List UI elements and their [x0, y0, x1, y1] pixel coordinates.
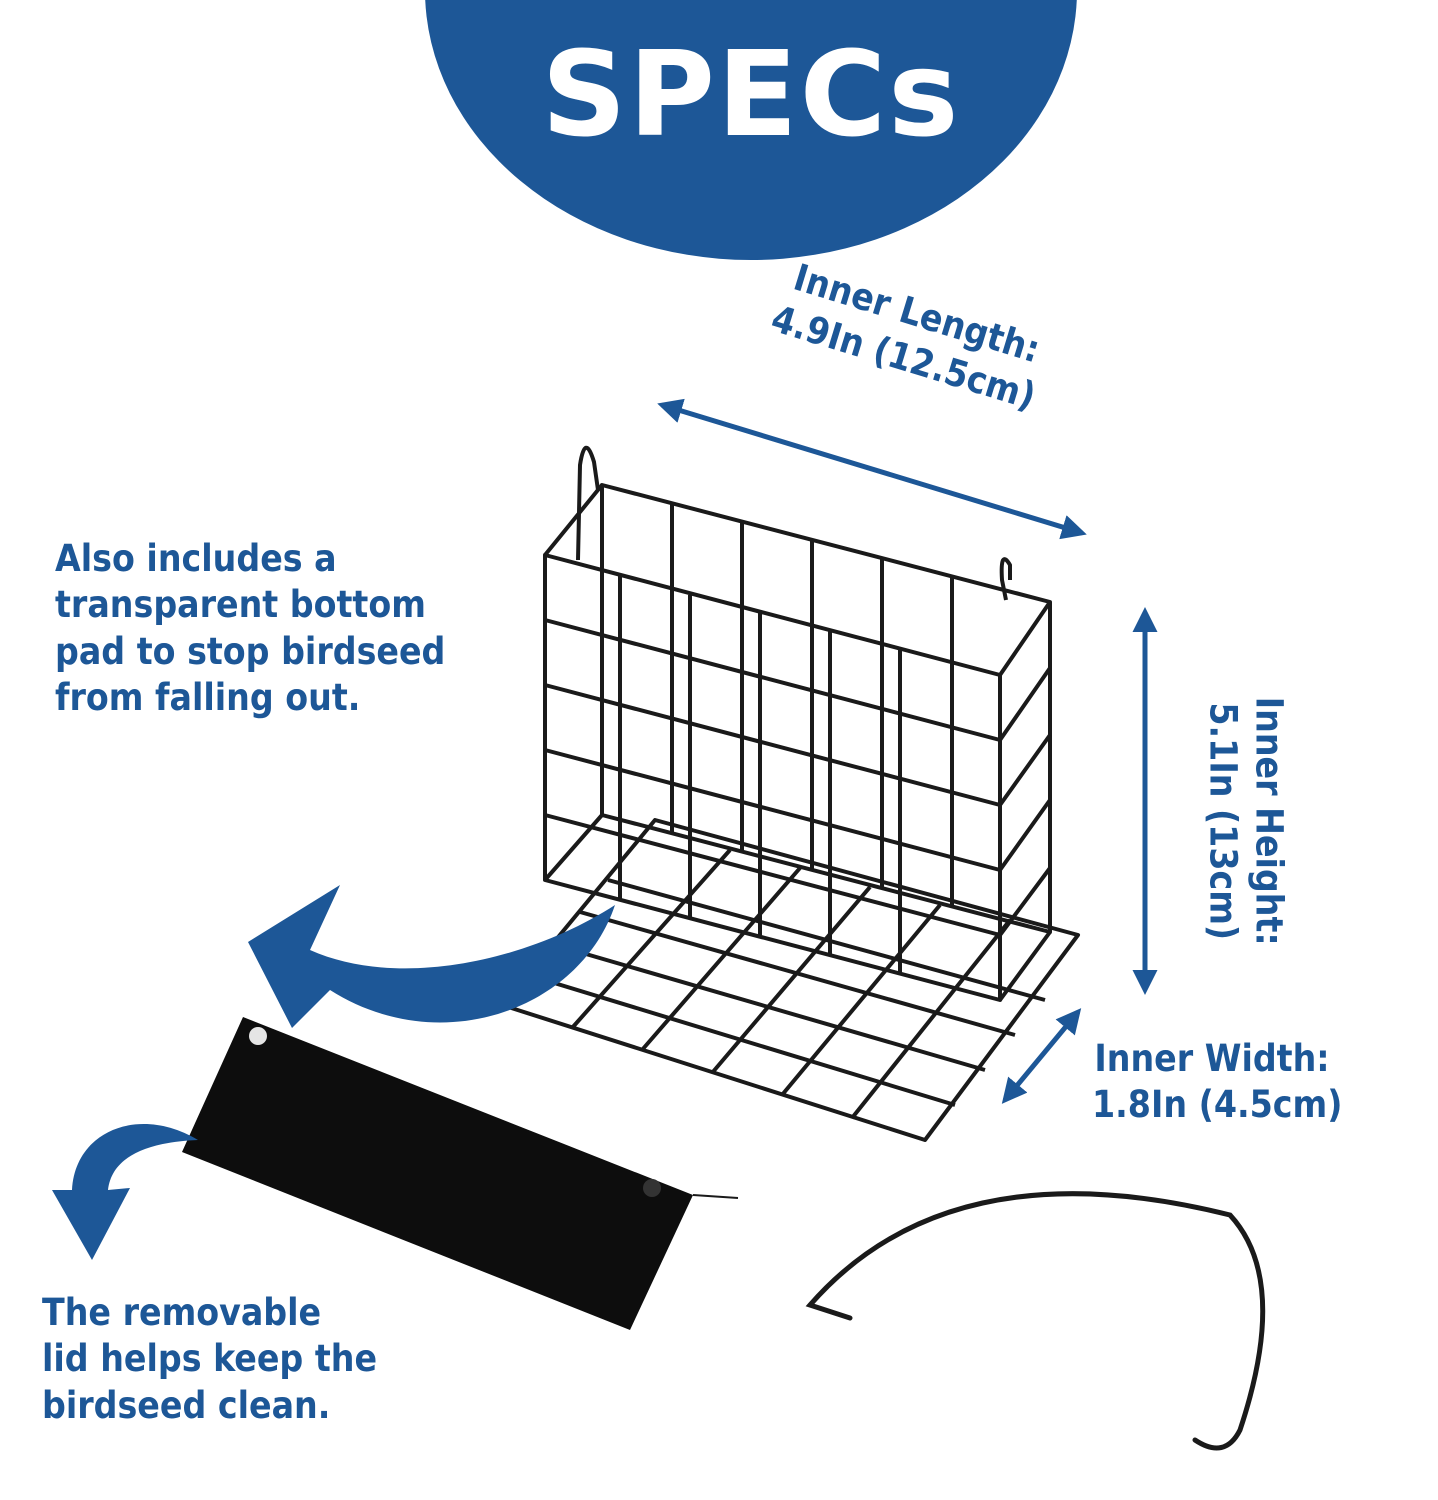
inner-width-label: Inner Width: 1.8In (4.5cm)	[1092, 1036, 1343, 1129]
curved-arrow-icon	[248, 885, 615, 1028]
page-title: SPECs	[541, 25, 961, 163]
pad-note-line: transparent bottom	[55, 583, 426, 627]
lid-curved-arrow-icon	[52, 1124, 198, 1260]
lid-note: The removable lid helps keep the birdsee…	[42, 1290, 377, 1429]
inner-height-label: Inner Height: 5.1In (13cm)	[1199, 651, 1292, 991]
pad-note-line: from falling out.	[55, 675, 361, 719]
lid-note-line: birdseed clean.	[42, 1383, 331, 1427]
pad-note-line: Also includes a	[55, 537, 337, 580]
wire-cage	[500, 445, 1080, 1142]
hanging-hook	[805, 1191, 1266, 1451]
lid-panel	[182, 1017, 739, 1330]
width-arrow-icon	[1001, 1008, 1082, 1104]
length-arrow-icon	[657, 398, 1087, 540]
inner-height-title: Inner Height:	[1247, 696, 1291, 946]
inner-height-value: 5.1In (13cm)	[1201, 702, 1244, 941]
bottom-pad-note: Also includes a transparent bottom pad t…	[55, 536, 445, 721]
inner-width-value: 1.8In (4.5cm)	[1092, 1083, 1343, 1127]
lid-note-line: The removable	[42, 1291, 322, 1334]
lid-note-line: lid helps keep the	[42, 1337, 378, 1381]
inner-width-title: Inner Width:	[1094, 1037, 1330, 1080]
pad-note-line: pad to stop birdseed	[55, 629, 446, 673]
